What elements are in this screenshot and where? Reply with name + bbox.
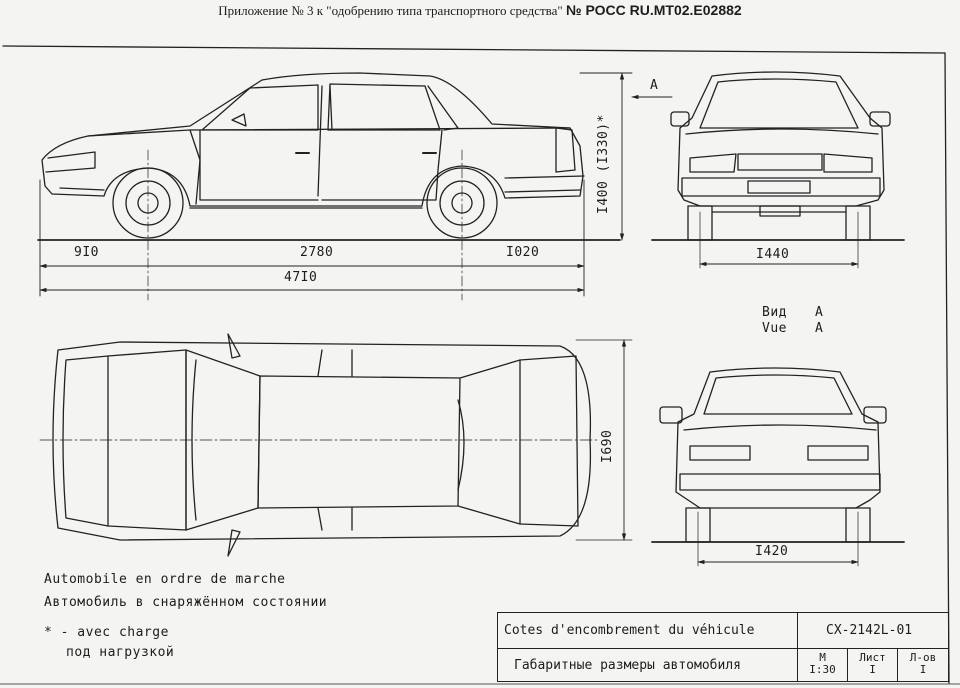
- document-code: СХ-2142L-01: [826, 623, 913, 638]
- title-block-code-cell: СХ-2142L-01: [798, 613, 948, 649]
- top-view-car: [39, 333, 633, 557]
- overall-height-dimension: I400 (I330)*: [596, 114, 611, 214]
- title-fr: Cotes d'encombrement du véhicule: [504, 623, 755, 638]
- side-view-dimensions: [39, 72, 673, 297]
- sheet-label: Лист: [859, 651, 886, 664]
- view-arrow-label: A: [650, 78, 659, 93]
- view-label-fr: Vue: [762, 321, 787, 336]
- header-appendix-text: Приложение № 3 к "одобрению типа транспо…: [218, 3, 566, 18]
- scale-label: М: [819, 651, 826, 664]
- overall-width-dimension: I690: [600, 429, 615, 463]
- title-ru: Габаритные размеры автомобиля: [514, 658, 741, 673]
- document-header: Приложение № 3 к "одобрению типа транспо…: [0, 2, 960, 20]
- note-state-ru: Автомобиль в снаряжённом состоянии: [44, 595, 328, 610]
- scale-value: I:30: [809, 663, 836, 676]
- title-block: Cotes d'encombrement du véhicule СХ-2142…: [497, 612, 949, 682]
- side-view-car: [37, 72, 621, 301]
- view-value-ru: A: [815, 305, 824, 320]
- sheets-label: Л-ов: [909, 651, 937, 664]
- wheelbase-dimension: 2780: [300, 245, 334, 260]
- sheets-value: I: [919, 663, 927, 676]
- note-load-ru: под нагрузкой: [66, 645, 175, 660]
- note-state-fr: Automobile en ordre de marche: [44, 572, 286, 587]
- sheet-frame: [0, 45, 960, 685]
- rear-view-car: [651, 367, 905, 567]
- front-view-car: [651, 71, 905, 269]
- view-value-fr: A: [815, 321, 824, 336]
- front-track-dimension: I440: [756, 247, 790, 262]
- sheet-value: I: [869, 663, 876, 676]
- sheet-count-cell: Л-ов I: [898, 649, 948, 681]
- view-label-ru: Вид: [762, 305, 787, 320]
- title-block-title-ru-cell: Габаритные размеры автомобиля: [498, 649, 798, 681]
- header-certificate-number: № РОСС RU.МТ02.Е02882: [565, 2, 742, 18]
- front-overhang-dimension: 9I0: [74, 245, 99, 260]
- rear-overhang-dimension: I020: [506, 245, 540, 260]
- overall-length-dimension: 47I0: [284, 270, 318, 285]
- note-load-fr: * - avec charge: [44, 625, 169, 640]
- title-block-title-fr-cell: Cotes d'encombrement du véhicule: [498, 613, 798, 649]
- scale-cell: М I:30: [798, 649, 848, 681]
- rear-track-dimension: I420: [755, 544, 789, 559]
- sheet-number-cell: Лист I: [848, 649, 898, 681]
